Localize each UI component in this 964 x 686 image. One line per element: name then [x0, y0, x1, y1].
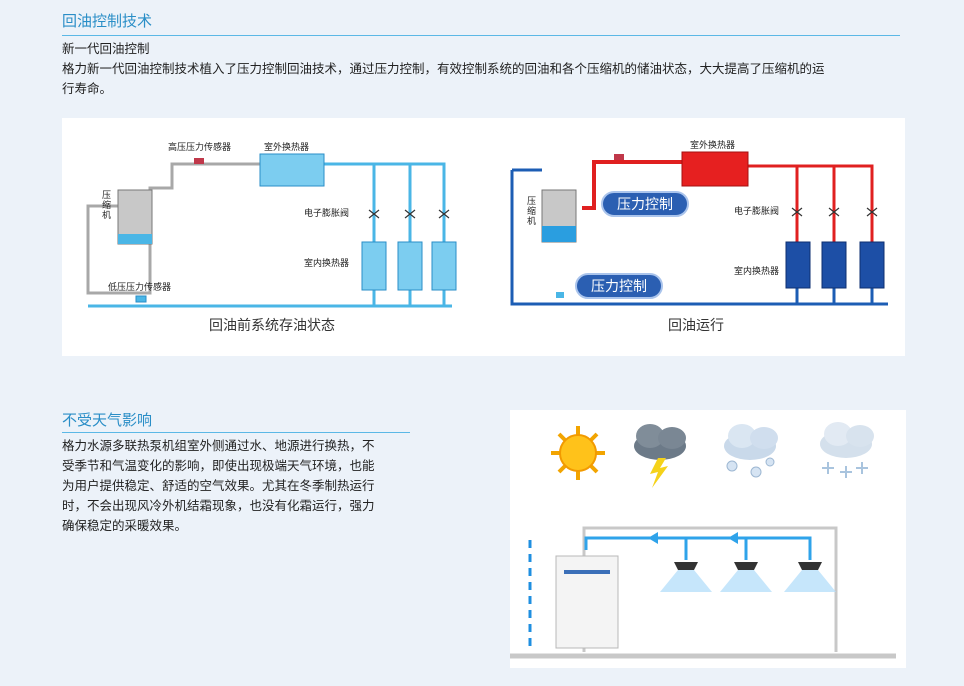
oil-level: [118, 234, 152, 244]
rain-icon: [724, 424, 778, 478]
svg-text:缩: 缩: [102, 199, 111, 211]
left-diagram: 高压压力传感器 室外换热器 电子膨胀阀 室内换热器 低压压力传感器 压 缩 机 …: [86, 141, 457, 334]
return-pipe-blue: [510, 168, 888, 306]
sun-icon: [551, 426, 605, 480]
outdoor-heat-exchanger-hot: [681, 151, 749, 187]
indoor-cassette-unit: [720, 562, 772, 592]
svg-text:机: 机: [102, 209, 111, 221]
body-text-line: 行寿命。: [62, 81, 113, 96]
label-compressor: 压: [527, 196, 536, 207]
body-text-line: 时，不会出现风冷外机结霜现象，也没有化霜运行，强力: [62, 498, 375, 513]
caption-right: 回油运行: [668, 318, 724, 334]
pressure-control-badge: [575, 273, 663, 299]
indoor-cassette-unit: [660, 562, 712, 592]
caption-left: 回油前系统存油状态: [209, 317, 335, 334]
oil-return-diagram-panel: 高压压力传感器 室外换热器 电子膨胀阀 室内换热器 低压压力传感器 压 缩 机 …: [62, 118, 905, 356]
refrigerant-pipe: [584, 536, 812, 560]
section-rule: [62, 432, 410, 433]
suction-pipe-grey: [86, 204, 152, 295]
badge-text-bottom: 压力控制: [591, 279, 647, 295]
thunderstorm-icon: [634, 424, 686, 488]
body-text-line: 为用户提供稳定、舒适的空气效果。尤其在冬季制热运行: [62, 478, 375, 493]
label-low-sensor: 低压压力传感器: [108, 281, 171, 293]
section-subtitle: 新一代回油控制: [62, 41, 150, 56]
label-indoor-hx: 室内换热器: [304, 257, 349, 269]
svg-text:机: 机: [527, 215, 536, 227]
section-rule: [62, 35, 900, 36]
section-title-weather: 不受天气影响: [62, 411, 153, 429]
expansion-valve-icon: [368, 209, 450, 219]
flow-arrow-icon: [648, 532, 658, 544]
discharge-pipe: [148, 162, 262, 200]
snow-icon: [820, 422, 874, 478]
indoor-heat-exchanger: [821, 241, 847, 289]
hot-gas-pipe: [582, 160, 682, 210]
indoor-cassette-unit: [784, 562, 836, 592]
pressure-control-badge: [601, 191, 689, 217]
low-pressure-sensor: [135, 295, 147, 303]
indoor-heat-exchanger: [431, 241, 457, 291]
section-title-oil-return: 回油控制技术: [62, 12, 153, 30]
badge-text-top: 压力控制: [617, 197, 673, 213]
pressure-sensor: [614, 154, 624, 160]
outdoor-unit: [555, 555, 619, 649]
body-text-line: 受季节和气温变化的影响，即使出现极端天气环境，也能: [62, 458, 375, 473]
svg-text:缩: 缩: [527, 205, 536, 217]
high-pressure-sensor: [194, 158, 204, 164]
label-indoor-hx: 室内换热器: [734, 265, 779, 277]
expansion-valve-icon: [791, 207, 878, 217]
label-high-sensor: 高压压力传感器: [168, 141, 231, 153]
oil-level: [542, 226, 576, 242]
pressure-sensor-low: [556, 292, 564, 298]
indoor-heat-exchanger: [859, 241, 885, 289]
label-valve: 电子膨胀阀: [734, 205, 779, 217]
label-outdoor-hx: 室外换热器: [264, 141, 309, 153]
weather-illustration: [510, 422, 896, 659]
right-diagram: 压力控制 压力控制 室外换热器 电子膨胀阀 室内换热器 压 缩 机 回油运行: [510, 139, 888, 334]
body-text-line: 格力新一代回油控制技术植入了压力控制回油技术，通过压力控制，有效控制系统的回油和…: [62, 61, 825, 76]
body-text-line: 格力水源多联热泵机组室外侧通过水、地源进行换热，不: [62, 438, 375, 453]
indoor-heat-exchanger: [361, 241, 387, 291]
body-text-line: 确保稳定的采暖效果。: [62, 518, 188, 533]
label-outdoor-hx: 室外换热器: [690, 139, 735, 151]
weather-illustration-panel: [510, 410, 906, 668]
label-valve: 电子膨胀阀: [304, 207, 349, 219]
outdoor-heat-exchanger: [259, 153, 325, 187]
indoor-heat-exchanger: [397, 241, 423, 291]
indoor-heat-exchanger: [785, 241, 811, 289]
flow-arrow-icon: [728, 532, 738, 544]
label-compressor: 压: [102, 190, 111, 201]
oil-return-diagrams: 高压压力传感器 室外换热器 电子膨胀阀 室内换热器 低压压力传感器 压 缩 机 …: [86, 139, 888, 334]
